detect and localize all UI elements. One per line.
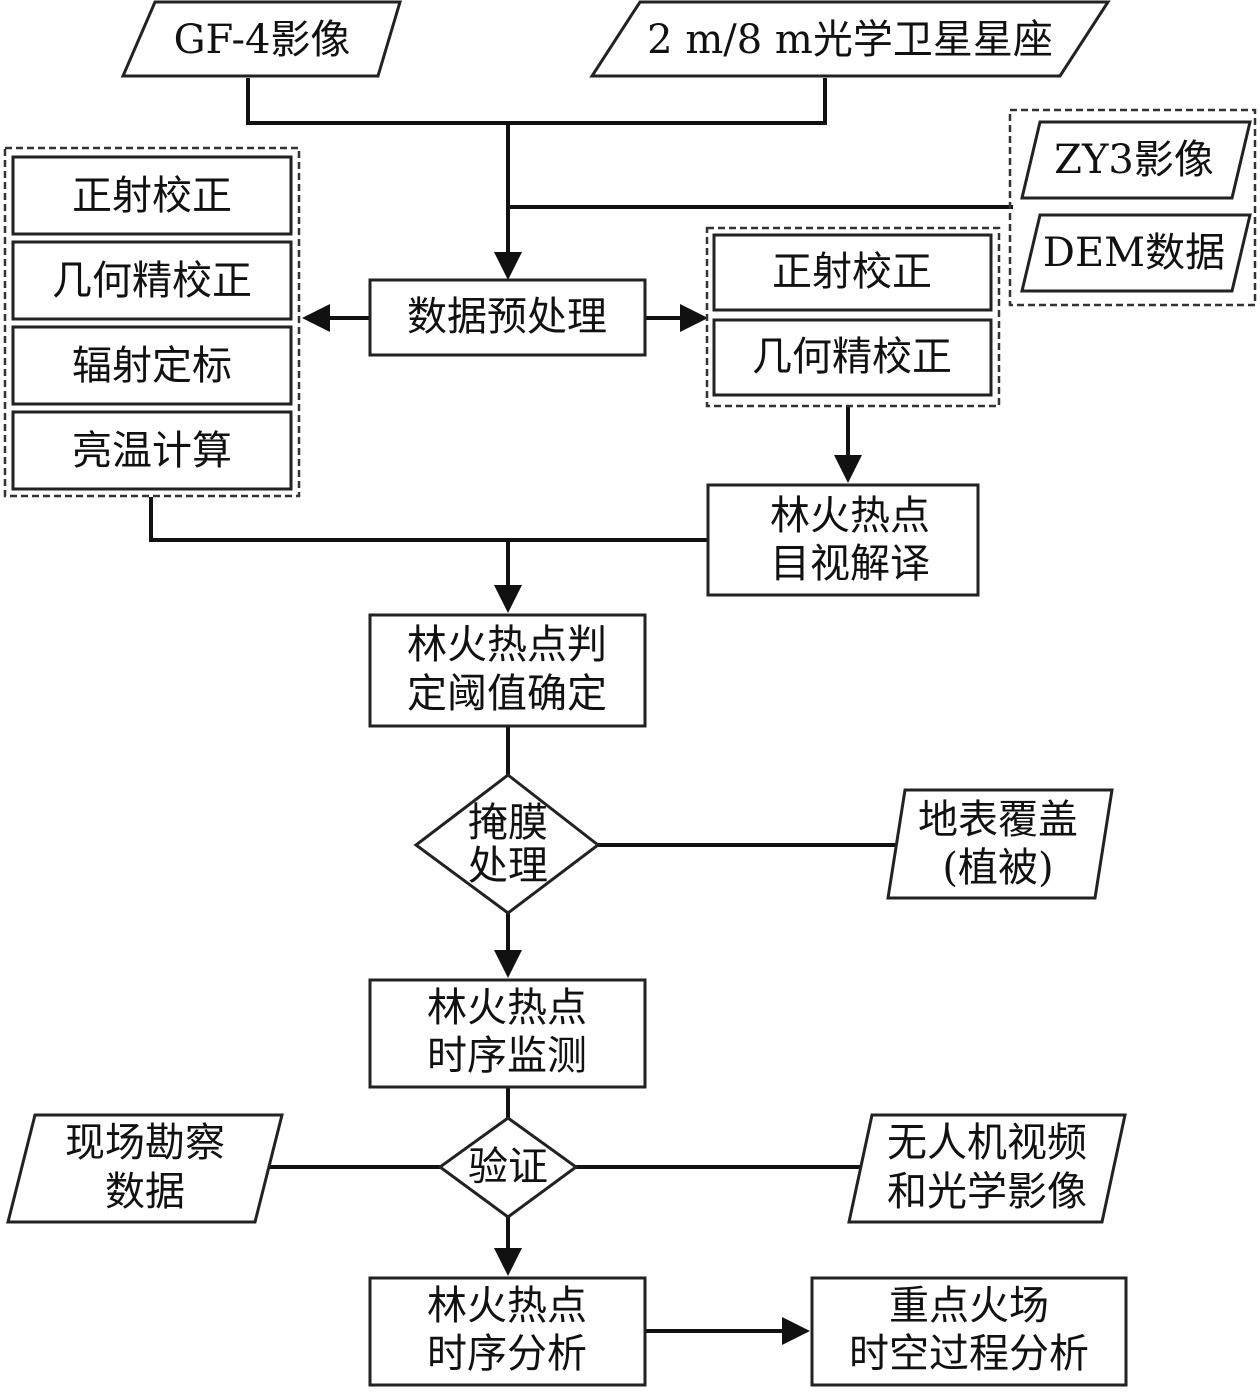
svg-text:无人机视频: 无人机视频 [887,1120,1087,1166]
input-uav-data: 无人机视频 和光学影像 [847,1113,1127,1224]
arrow-to-analysis [494,1248,522,1276]
svg-text:亮温计算: 亮温计算 [72,428,232,474]
right-processing-group: 正射校正 几何精校正 [705,226,1001,408]
svg-text:GF-4影像: GF-4影像 [174,17,351,63]
arrow-to-preprocess [494,252,522,280]
svg-text:验证: 验证 [468,1144,548,1190]
svg-text:数据: 数据 [105,1169,185,1215]
svg-text:林火热点: 林火热点 [427,1283,587,1329]
svg-text:时序分析: 时序分析 [427,1331,587,1377]
input-land-cover: 地表覆盖 (植被) [886,788,1114,900]
svg-text:时序监测: 时序监测 [427,1033,587,1079]
svg-text:正射校正: 正射校正 [772,249,932,295]
node-visual-interpretation: 林火热点 目视解译 [706,483,980,597]
node-key-fire: 重点火场 时空过程分析 [810,1276,1128,1387]
svg-text:辐射定标: 辐射定标 [72,343,232,389]
left-step-radiometric-calibration: 辐射定标 [11,325,293,406]
arrow-to-right-group [680,304,708,332]
svg-text:DEM数据: DEM数据 [1043,230,1225,276]
input-dem: DEM数据 [1020,213,1252,293]
arrow-to-monitoring [494,950,522,978]
svg-text:2 m/8 m光学卫星星座: 2 m/8 m光学卫星星座 [647,17,1053,63]
svg-text:数据预处理: 数据预处理 [407,294,607,340]
input-field-data: 现场勘察 数据 [6,1113,284,1224]
node-verify: 验证 [437,1116,579,1219]
node-analysis: 林火热点 时序分析 [368,1276,647,1387]
connectors [149,78,1013,1333]
input-zy3: ZY3影像 [1020,120,1252,200]
svg-text:(植被): (植被) [942,845,1053,891]
svg-text:几何精校正: 几何精校正 [752,334,952,380]
input-optical-constellation: 2 m/8 m光学卫星星座 [589,0,1111,78]
left-step-orthorectification: 正射校正 [11,155,293,236]
svg-text:时空过程分析: 时空过程分析 [849,1331,1089,1377]
svg-text:林火热点判: 林火热点判 [407,622,607,668]
arrowheads [302,252,862,1345]
svg-text:现场勘察: 现场勘察 [65,1120,225,1166]
svg-text:林火热点: 林火热点 [427,985,587,1031]
left-step-geometric-correction: 几何精校正 [11,240,293,321]
node-threshold: 林火热点判 定阈值确定 [368,613,647,728]
arrow-to-left-group [302,304,330,332]
svg-text:地表覆盖: 地表覆盖 [918,797,1078,843]
svg-text:正射校正: 正射校正 [72,173,232,219]
node-monitoring: 林火热点 时序监测 [368,978,647,1089]
node-preprocess: 数据预处理 [368,278,647,357]
left-step-brightness-temperature: 亮温计算 [11,410,293,491]
svg-text:定阈值确定: 定阈值确定 [407,671,607,717]
node-mask: 掩膜 处理 [413,773,601,915]
svg-text:林火热点: 林火热点 [770,493,930,539]
right-step-geometric-correction: 几何精校正 [712,318,993,397]
svg-text:几何精校正: 几何精校正 [52,258,252,304]
svg-text:掩膜: 掩膜 [468,800,548,846]
svg-text:ZY3影像: ZY3影像 [1054,137,1214,183]
arrow-to-threshold [494,585,522,613]
arrow-to-visual-interpretation [834,455,862,483]
input-gf4: GF-4影像 [120,0,403,78]
svg-text:重点火场: 重点火场 [889,1283,1049,1329]
svg-text:和光学影像: 和光学影像 [887,1169,1087,1215]
left-processing-group: 正射校正 几何精校正 辐射定标 亮温计算 [3,146,301,498]
svg-text:目视解译: 目视解译 [770,541,930,587]
arrow-to-key-fire [782,1317,810,1345]
side-inputs-group: ZY3影像 DEM数据 [1008,108,1257,307]
right-step-orthorectification: 正射校正 [712,233,993,312]
svg-text:处理: 处理 [468,843,548,889]
